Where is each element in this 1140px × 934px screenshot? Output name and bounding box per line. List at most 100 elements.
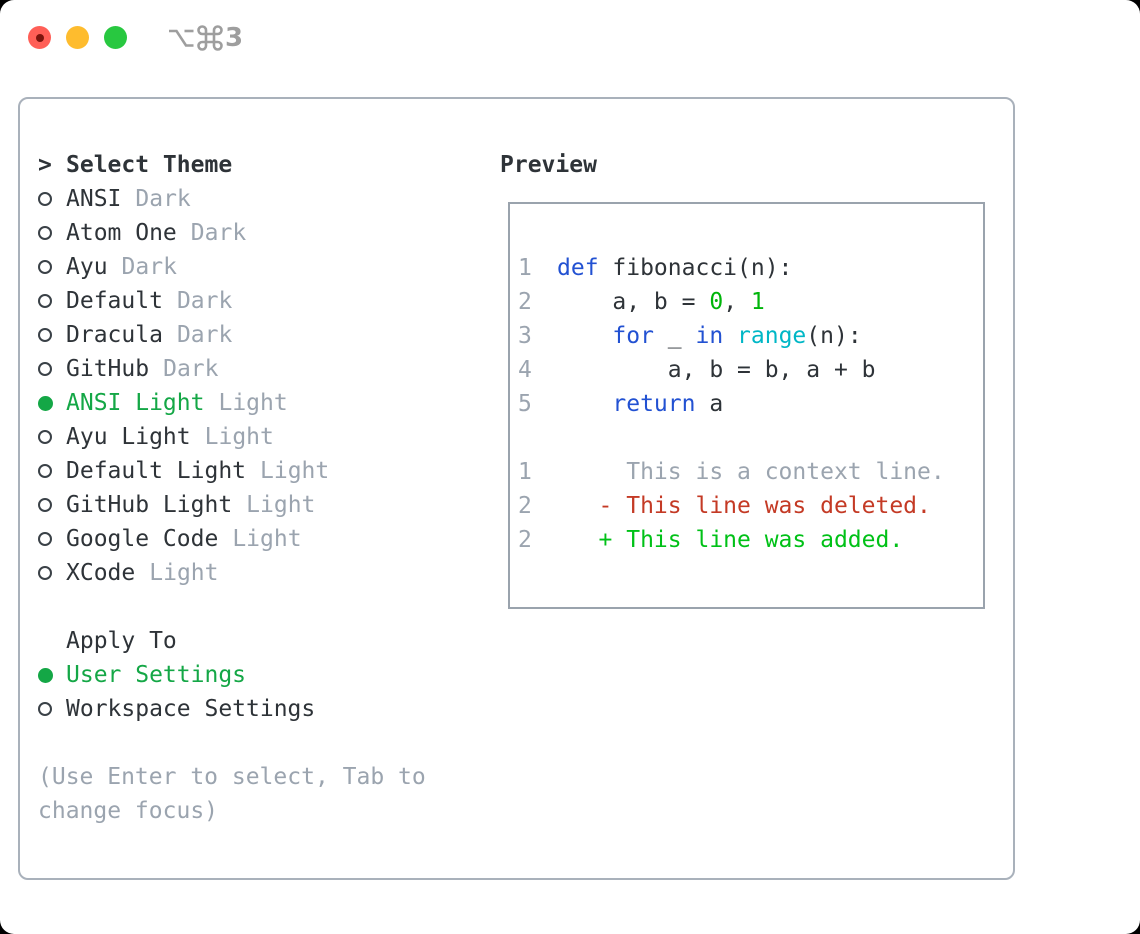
radio-icon <box>38 294 52 308</box>
code-token: (n): <box>806 323 862 349</box>
preview-title: Preview <box>500 152 597 178</box>
radio-marker <box>38 464 66 478</box>
theme-variant-tag: Light <box>260 458 330 484</box>
code-text: def fibonacci(n): <box>557 255 792 281</box>
theme-variant-tag: Light <box>204 424 274 450</box>
code-line: 4 a, b = b, a + b <box>518 353 983 387</box>
theme-name: Default <box>66 288 163 314</box>
theme-name: Dracula <box>66 322 163 348</box>
radio-selected-icon <box>38 667 53 683</box>
apply-to-name: User Settings <box>66 662 247 688</box>
theme-variant-tag: Light <box>246 492 316 518</box>
radio-marker <box>38 260 66 274</box>
line-number: 5 <box>518 391 532 417</box>
theme-variant-tag: Dark <box>190 220 247 246</box>
theme-option[interactable]: XCode Light <box>38 556 468 590</box>
code-text: a, b = b, a + b <box>557 357 876 383</box>
apply-to-option[interactable]: User Settings <box>38 658 468 692</box>
radio-icon <box>38 362 52 376</box>
theme-name: Default Light <box>66 458 247 484</box>
theme-name: GitHub Light <box>66 492 233 518</box>
code-line: 2 a, b = 0, 1 <box>518 285 983 319</box>
diff-line-deleted: 2 - This line was deleted. <box>518 489 983 523</box>
theme-option[interactable]: Ayu Light Light <box>38 420 468 454</box>
radio-selected-icon <box>38 395 53 411</box>
radio-marker <box>38 395 66 411</box>
code-token: in <box>695 323 724 349</box>
diff-sample: 1 This is a context line. 2 - This line w… <box>518 455 983 557</box>
radio-icon <box>38 532 52 546</box>
diff-text: This is a context line. <box>557 459 945 485</box>
code-line: 5 return a <box>518 387 983 421</box>
radio-icon <box>38 702 52 716</box>
radio-icon <box>38 464 52 478</box>
radio-marker <box>38 498 66 512</box>
theme-variant-tag: Light <box>149 560 219 586</box>
code-text: return a <box>557 391 723 417</box>
line-number: 2 <box>518 493 532 519</box>
code-token: def <box>557 255 599 281</box>
theme-name: Ayu Light <box>66 424 191 450</box>
radio-marker <box>38 566 66 580</box>
spacer <box>38 590 468 624</box>
theme-name: Ayu <box>66 254 108 280</box>
code-token: range <box>737 323 807 349</box>
apply-to-option[interactable]: Workspace Settings <box>38 692 468 726</box>
spacer <box>38 726 468 760</box>
radio-icon <box>38 498 52 512</box>
theme-name: XCode <box>66 560 136 586</box>
close-dot-icon <box>35 33 44 42</box>
apply-to-name: Workspace Settings <box>66 696 316 722</box>
theme-option[interactable]: ANSI Dark <box>38 182 468 216</box>
select-theme-title: Select Theme <box>66 152 233 178</box>
theme-variant-tag: Dark <box>135 186 191 212</box>
select-theme-header: > Select Theme <box>38 148 468 182</box>
option-key-icon <box>169 29 194 47</box>
theme-name: Atom One <box>66 220 177 246</box>
radio-marker <box>38 362 66 376</box>
radio-icon <box>38 566 52 580</box>
code-token: , <box>723 289 751 315</box>
theme-option[interactable]: Google Code Light <box>38 522 468 556</box>
titlebar: 3 <box>0 0 1140 74</box>
theme-variant-tag: Dark <box>176 322 233 348</box>
code-token: a, b = b, a + b <box>557 357 876 383</box>
theme-option[interactable]: ANSI Light Light <box>38 386 468 420</box>
minimize-button[interactable] <box>66 26 89 49</box>
line-number: 2 <box>518 527 532 553</box>
zoom-button[interactable] <box>104 26 127 49</box>
code-token: fibonacci(n): <box>598 255 793 281</box>
theme-option[interactable]: GitHub Light Light <box>38 488 468 522</box>
line-number: 2 <box>518 289 532 315</box>
theme-option[interactable]: Dracula Dark <box>38 318 468 352</box>
close-button[interactable] <box>28 26 51 49</box>
line-number: 1 <box>518 255 532 281</box>
apply-to-title: Apply To <box>66 628 177 654</box>
theme-variant-tag: Dark <box>176 288 233 314</box>
code-token: return <box>612 391 696 417</box>
theme-variant-tag: Light <box>218 390 288 416</box>
code-text: a, b = 0, 1 <box>557 289 764 315</box>
command-key-icon <box>197 25 223 51</box>
shortcut-key-label: 3 <box>225 23 244 53</box>
spacer <box>518 421 983 455</box>
radio-icon <box>38 430 52 444</box>
line-number: 1 <box>518 459 532 485</box>
theme-variant-tag: Light <box>232 526 302 552</box>
theme-name: Google Code <box>66 526 219 552</box>
radio-marker <box>38 294 66 308</box>
prompt-icon: > <box>38 152 52 178</box>
theme-name: ANSI <box>66 186 122 212</box>
theme-option[interactable]: Default Light Light <box>38 454 468 488</box>
theme-name: ANSI Light <box>66 390 205 416</box>
radio-icon <box>38 192 52 206</box>
theme-option[interactable]: Default Dark <box>38 284 468 318</box>
theme-option[interactable]: Atom One Dark <box>38 216 468 250</box>
